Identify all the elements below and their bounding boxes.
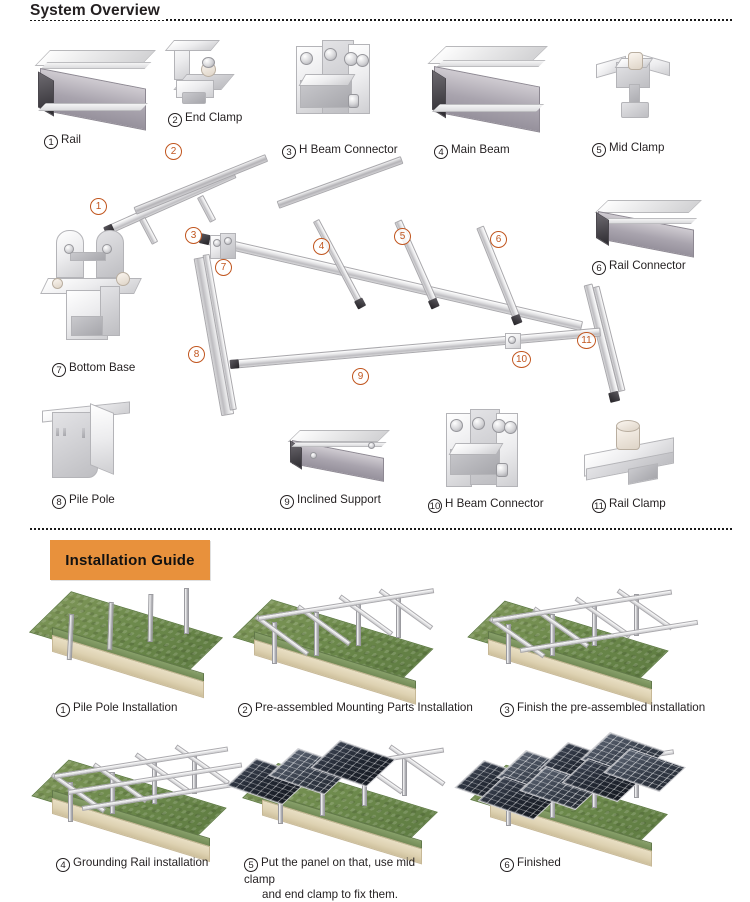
part-image-rail-connector: [594, 200, 712, 258]
install-image-step-3: [467, 588, 699, 706]
install-image-step-2: [232, 588, 454, 705]
installation-divider: [30, 528, 732, 530]
part-image-rail: [34, 48, 166, 131]
heading-divider: [30, 19, 732, 21]
part-image-rail-clamp: [580, 418, 684, 492]
assembly-callout-5: 5: [394, 228, 411, 245]
part-image-main-beam: [427, 44, 560, 133]
assembly-callout-8: 8: [188, 346, 205, 363]
assembly-callout-1: 1: [90, 198, 107, 215]
part-image-h-beam-connector-2: [440, 405, 526, 491]
installation-guide-banner: Installation Guide: [50, 540, 210, 580]
assembly-callout-3: 3: [185, 227, 202, 244]
part-image-end-clamp: [164, 40, 240, 110]
install-image-step-5: [226, 740, 465, 865]
part-image-pile-pole: [38, 400, 138, 488]
assembly-callout-9: 9: [352, 368, 369, 385]
page-title: System Overview: [30, 2, 166, 20]
part-image-h-beam-connector: [288, 38, 378, 128]
system-overview-heading: System Overview: [0, 2, 750, 24]
install-image-step-6: [454, 732, 698, 867]
assembly-callout-2: 2: [165, 143, 182, 160]
part-image-bottom-base: [40, 230, 158, 340]
assembly-callout-4: 4: [313, 238, 330, 255]
install-image-step-4: [31, 742, 255, 863]
install-image-step-1: [28, 588, 232, 699]
installation-guide-title: Installation Guide: [65, 551, 195, 569]
assembly-callout-7: 7: [215, 259, 232, 276]
assembly-callout-10: 10: [512, 351, 531, 368]
assembly-callout-6: 6: [490, 231, 507, 248]
part-image-mid-clamp: [596, 50, 672, 126]
assembly-diagram: [80, 154, 700, 417]
part-image-inclined-support: [287, 428, 400, 482]
assembly-callout-11: 11: [577, 332, 596, 349]
